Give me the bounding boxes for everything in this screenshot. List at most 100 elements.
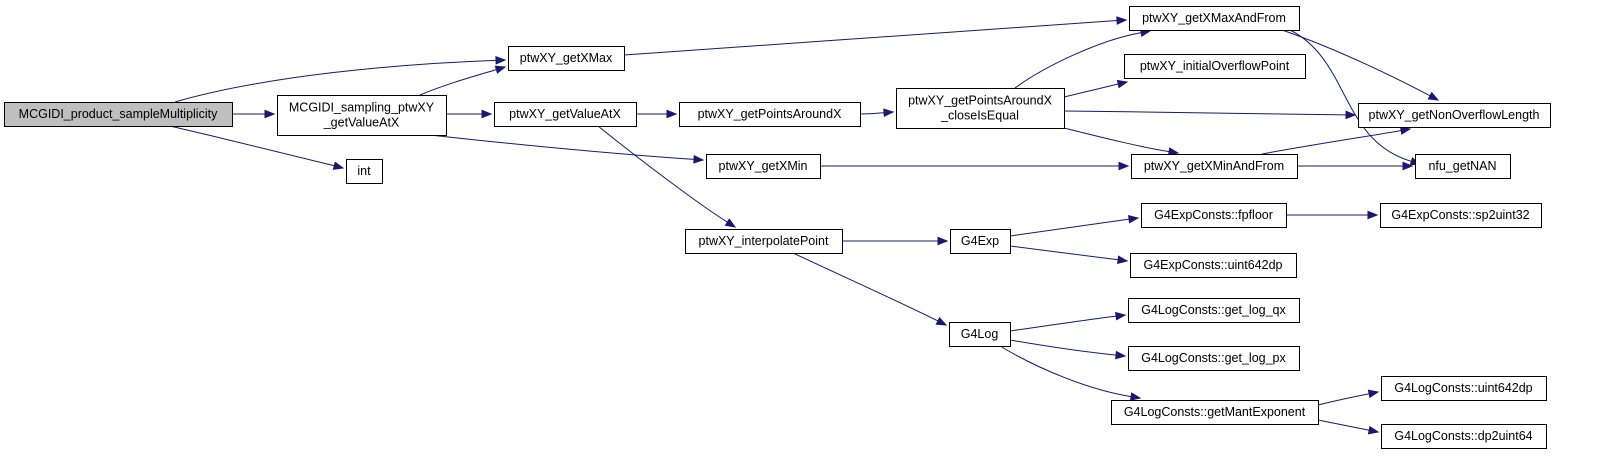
node-ptwxy-getxmax[interactable]: ptwXY_getXMax [508,46,625,71]
edge-ptwxy-getxminandfrom-to-ptwxy-getnonoverflowlength [1261,126,1412,155]
arrowhead-icon [264,109,276,119]
edge-line [1009,339,1117,356]
node-ptwxy-getpointsaroundx-closeisequal[interactable]: ptwXY_getPointsAroundX_closeIsEqual [896,88,1065,129]
edge-line [1009,245,1119,261]
node-box [1381,424,1547,449]
edge-ptwxy-getpointsaroundx-closeisequal-to-ptwxy-getxminandfrom [1063,127,1180,156]
node-label: ptwXY_getNonOverflowLength [1369,108,1540,122]
arrowhead-icon [1116,16,1128,25]
edge-ptwxy-getpointsaroundx-closeisequal-to-ptwxy-initialoverflowpoint [1063,79,1129,98]
node-box [949,322,1011,347]
node-int[interactable]: int [346,159,383,184]
nodes-layer: MCGIDI_product_sampleMultiplicity ptwXY_g… [4,6,1551,449]
arrowhead-icon [1427,91,1440,101]
node-g4logconsts-get-log-qx[interactable]: G4LogConsts::get_log_qx [1128,298,1300,323]
arrowhead-icon [1116,79,1129,89]
edge-ptwxy-interpolatepoint-to-g4exp [842,236,949,246]
edge-line [999,345,1132,398]
edge-ptwxy-interpolatepoint-to-g4log [792,252,948,326]
edge-line [419,69,497,96]
node-nfu-getnan[interactable]: nfu_getNAN [1415,154,1511,179]
node-g4expconsts-sp2uint32[interactable]: G4ExpConsts::sp2uint32 [1380,203,1542,228]
node-mcgidi-product-samplemultiplicity[interactable]: MCGIDI_product_sampleMultiplicity [4,102,233,127]
node-box [1415,154,1511,179]
node-box [1381,376,1547,401]
node-label: G4Log [961,327,999,341]
node-box [1129,6,1300,31]
node-box [1128,298,1300,323]
edge-ptwxy-getxminandfrom-to-nfu-getnan [1297,161,1414,171]
arrowhead-icon [724,218,737,228]
edge-line [1009,218,1130,237]
edge-g4log-to-g4logconsts-get-log-px [1009,339,1127,360]
arrowhead-icon [1129,392,1142,401]
node-ptwxy-interpolatepoint[interactable]: ptwXY_interpolatePoint [685,229,843,254]
node-mcgidi-sampling-ptwxy-getvalueatx[interactable]: MCGIDI_sampling_ptwXY_getValueAtX [277,95,447,136]
arrowhead-icon [1117,255,1129,265]
node-ptwxy-getxminandfrom[interactable]: ptwXY_getXMinAndFrom [1131,154,1298,179]
node-label: ptwXY_getXMinAndFrom [1144,159,1284,173]
node-box [346,159,383,184]
arrowhead-icon [1367,425,1380,435]
node-label: G4Exp [961,234,999,248]
node-label: G4LogConsts::getMantExponent [1124,405,1306,419]
node-g4expconsts-fpfloor[interactable]: G4ExpConsts::fpfloor [1141,203,1287,228]
arrowhead-icon [1367,389,1380,399]
edge-mcgidi-sampling-ptwxy-getvalueatx-to-ptwxy-getxmax [419,65,507,96]
node-label: ptwXY_getValueAtX [509,107,621,121]
node-ptwxy-getxmin[interactable]: ptwXY_getXMin [706,154,821,179]
edge-line [1317,419,1370,431]
node-label: ptwXY_getXMin [719,159,808,173]
node-ptwxy-initialoverflowpoint[interactable]: ptwXY_initialOverflowPoint [1124,54,1306,79]
edge-line [623,20,1118,56]
node-g4logconsts-getmantexponent[interactable]: G4LogConsts::getMantExponent [1111,400,1319,425]
node-box [1131,154,1298,179]
node-box [1130,253,1297,278]
node-label: G4ExpConsts::fpfloor [1154,208,1273,222]
edge-line [597,125,728,223]
arrowhead-icon [1128,214,1140,224]
node-label: MCGIDI_sampling_ptwXY [289,101,435,115]
node-ptwxy-getvalueatx[interactable]: ptwXY_getValueAtX [494,102,637,127]
node-g4log[interactable]: G4Log [949,322,1011,347]
node-label: ptwXY_getPointsAroundX [698,107,843,121]
node-g4logconsts-dp2uint64[interactable]: G4LogConsts::dp2uint64 [1381,424,1547,449]
edge-ptwxy-getxmaxandfrom-to-nfu-getnan [1289,29,1422,166]
edge-line [1063,127,1170,153]
edge-ptwxy-getvalueatx-to-ptwxy-interpolatepoint [597,125,737,228]
arrowhead-icon [1115,311,1127,321]
node-g4exp[interactable]: G4Exp [950,229,1011,254]
edge-line [792,252,939,322]
edge-g4expconsts-fpfloor-to-g4expconsts-sp2uint32 [1286,210,1379,220]
node-box [1141,203,1287,228]
edge-mcgidi-product-samplemultiplicity-to-int [169,125,345,170]
edge-ptwxy-getpointsaroundx-closeisequal-to-ptwxy-getnonoverflowlength [1063,110,1357,120]
edge-mcgidi-product-samplemultiplicity-to-ptwxy-getxmax [174,56,507,103]
edges-layer [169,16,1440,435]
edge-g4log-to-g4logconsts-get-log-qx [1009,311,1127,332]
node-label: G4ExpConsts::uint642dp [1144,258,1283,272]
edge-line [1261,130,1402,155]
arrowhead-icon [1399,126,1412,135]
node-label: _getValueAtX [323,116,400,130]
node-ptwxy-getpointsaroundx[interactable]: ptwXY_getPointsAroundX [679,102,861,127]
node-label: ptwXY_initialOverflowPoint [1140,59,1290,73]
arrowhead-icon [693,155,705,164]
node-box [1128,346,1300,371]
arrowhead-icon [481,109,493,119]
node-label: G4ExpConsts::sp2uint32 [1391,208,1529,222]
node-g4logconsts-uint642dp[interactable]: G4LogConsts::uint642dp [1381,376,1547,401]
node-box [1111,400,1319,425]
node-ptwxy-getxmaxandfrom[interactable]: ptwXY_getXMaxAndFrom [1129,6,1300,31]
node-g4expconsts-uint642dp[interactable]: G4ExpConsts::uint642dp [1130,253,1297,278]
arrowhead-icon [883,108,895,118]
node-ptwxy-getnonoverflowlength[interactable]: ptwXY_getNonOverflowLength [1358,103,1551,128]
edge-line [1009,315,1117,332]
edge-line [169,125,335,167]
node-box [1358,103,1551,128]
arrowhead-icon [1118,161,1130,171]
edge-line [1317,393,1370,406]
node-label: nfu_getNAN [1428,159,1496,173]
node-g4logconsts-get-log-px[interactable]: G4LogConsts::get_log_px [1128,346,1300,371]
